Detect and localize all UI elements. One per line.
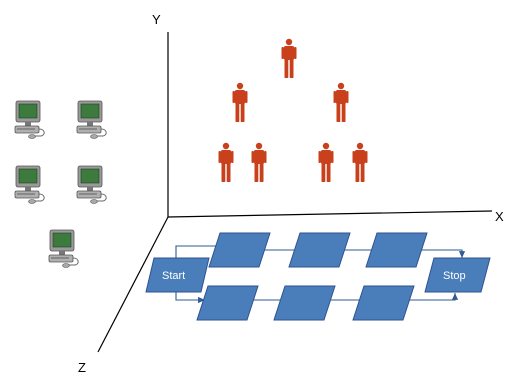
- person-icon: [352, 142, 368, 182]
- x-axis: [167, 210, 493, 218]
- step-bottom-1: [196, 285, 259, 321]
- arrow-start-top: [175, 242, 226, 260]
- axes: [97, 32, 493, 353]
- step-bottom-2: [273, 285, 336, 321]
- step-bottom-3: [352, 285, 415, 321]
- computer-icon: [76, 100, 107, 139]
- stop-label: Stop: [443, 270, 466, 282]
- person-icon: [218, 142, 234, 182]
- computers-group: [14, 100, 107, 268]
- stop-shape: [424, 257, 491, 293]
- person-icon: [318, 142, 334, 182]
- step-top-2: [288, 232, 351, 268]
- arrow-bottom-end: [392, 293, 459, 301]
- person-icon: [333, 82, 349, 122]
- start-label: Start: [162, 270, 185, 282]
- computer-icon: [14, 165, 45, 204]
- arrow-start-bottom: [175, 290, 205, 304]
- step-top-1: [208, 232, 271, 268]
- z-axis-label: Z: [78, 360, 86, 374]
- computer-icon: [48, 229, 79, 268]
- computer-icon: [76, 165, 107, 204]
- start-shape: [145, 257, 210, 293]
- people-group: [218, 38, 368, 182]
- arrow-top-end: [410, 249, 466, 258]
- workflow-shapes: [145, 232, 491, 321]
- person-icon: [251, 142, 267, 182]
- person-icon: [232, 82, 248, 122]
- y-axis-label: Y: [152, 12, 161, 27]
- x-axis-label: X: [495, 209, 504, 224]
- person-icon: [281, 38, 297, 78]
- step-top-3: [365, 232, 428, 268]
- z-axis: [97, 216, 169, 353]
- computer-icon: [14, 100, 45, 139]
